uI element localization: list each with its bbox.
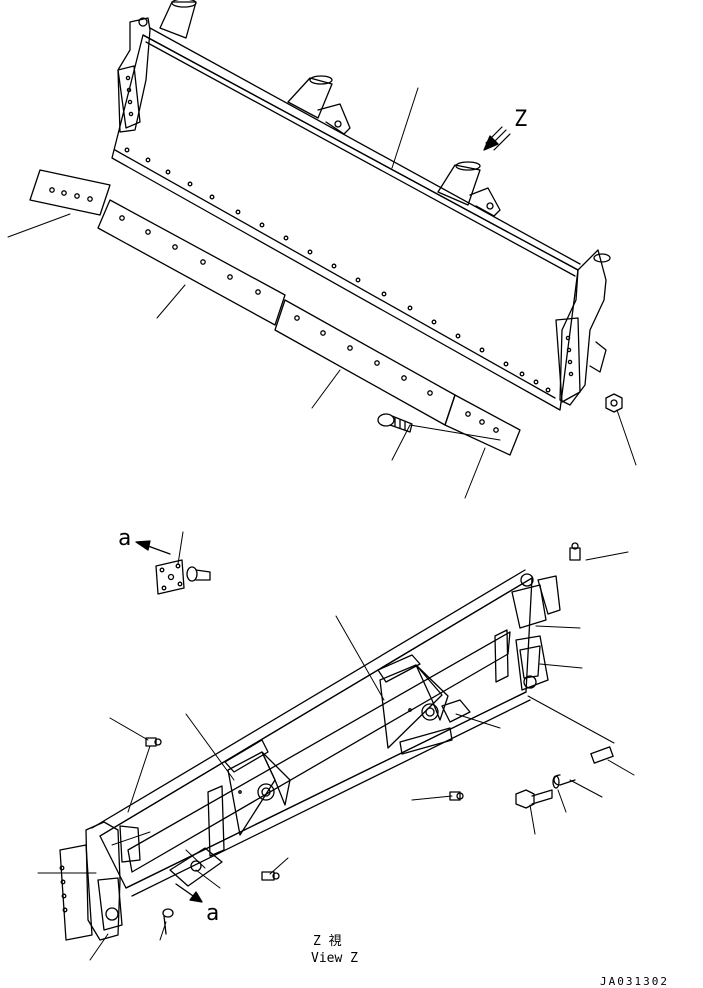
view-z-marker: Z (514, 107, 527, 132)
cutting-edge-2 (274, 299, 456, 426)
washer (552, 775, 560, 789)
blade-left-end-bracket (117, 17, 151, 133)
frame-bolt-lower (162, 908, 174, 935)
blade-center-arm-1 (287, 75, 351, 135)
cutting-edge-right-end-bit (444, 394, 521, 456)
cutting-edge-left-end-bit (29, 169, 111, 216)
frame-left-end-bracket (59, 821, 141, 941)
bottom-leader-lines (37, 531, 635, 961)
blade-moldboard (111, 34, 579, 411)
frame-back-plate (99, 577, 533, 889)
frame-right-end-bracket (511, 573, 561, 691)
grease-fitting-left (145, 737, 162, 747)
drawing-code: JA031302 (600, 975, 669, 988)
grease-fitting-bottom (261, 871, 280, 881)
blade-right-end-bracket (555, 249, 611, 406)
top-leader-lines (7, 87, 637, 499)
frame-cover-plate (169, 847, 223, 887)
detail-a-marker-bottom: a (206, 901, 219, 926)
frame-arm-bracket-1 (224, 739, 291, 836)
view-caption-en: View Z (311, 951, 358, 966)
blade-left-arm (159, 0, 197, 39)
detail-a-plate (155, 559, 185, 595)
blade-bolt-holes (124, 147, 551, 393)
cutting-edge-1 (97, 199, 286, 326)
detail-a-arrow-bottom (175, 883, 203, 903)
blade-center-arm-2 (437, 161, 501, 217)
view-z-arrow (483, 126, 511, 151)
plow-bolt (377, 413, 413, 433)
detail-a-marker-top: a (118, 526, 131, 551)
blade-nut (605, 393, 623, 413)
view-caption-jp: Z 視 (313, 934, 342, 949)
grease-fitting-right (569, 542, 581, 561)
hex-bolt (515, 789, 553, 809)
pin-with-clip (553, 746, 614, 786)
frame-assembly (59, 542, 581, 941)
blade-assembly (111, 0, 611, 411)
detail-a-arrow-top (135, 540, 171, 555)
frame-arm-bracket-2 (377, 654, 471, 755)
detail-a-bolt (186, 566, 211, 582)
